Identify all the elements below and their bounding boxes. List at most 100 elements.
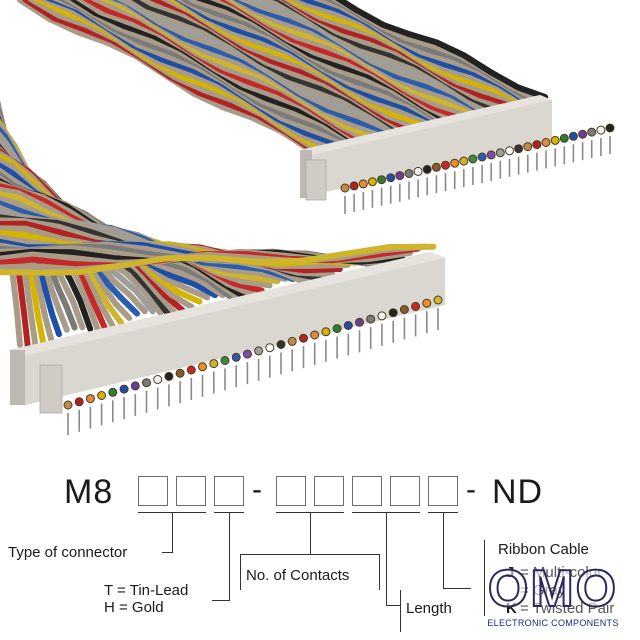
contact-hole (265, 343, 275, 353)
bracket-contacts-stem (310, 512, 311, 554)
contact-hole (153, 375, 163, 384)
bracket-plating-leader (212, 600, 230, 601)
contact-hole (198, 362, 207, 372)
label-gold: H = Gold (104, 599, 164, 616)
contact-hole (340, 183, 350, 193)
contact-hole (287, 336, 297, 346)
label-code-j: J (506, 564, 515, 581)
contact-hole (367, 177, 377, 187)
contact-hole (399, 305, 409, 314)
contact-hole (587, 127, 597, 137)
contact-hole (377, 175, 387, 185)
contact-hole (349, 181, 359, 191)
contact-hole (63, 400, 73, 410)
contact-hole (422, 298, 432, 308)
bracket-contacts-bar (240, 554, 380, 555)
contact-hole (366, 314, 376, 324)
code-box-7 (390, 476, 420, 506)
contact-hole (119, 384, 129, 394)
part-dash-2: - (466, 473, 477, 506)
contact-hole (164, 371, 174, 381)
contact-hole (395, 171, 405, 181)
code-box-2 (176, 476, 206, 506)
contact-hole (85, 394, 95, 404)
back-ribbon-cable (17, 0, 549, 155)
contact-hole (413, 166, 423, 176)
contact-hole (386, 173, 396, 183)
contact-hole (74, 397, 84, 407)
part-prefix: M8 (64, 473, 114, 511)
code-box-8 (428, 476, 458, 506)
contact-hole (404, 169, 414, 178)
code-box-1 (138, 476, 168, 506)
bracket-connector-stem (172, 512, 173, 552)
label-length: Length (406, 600, 452, 617)
contact-hole (343, 321, 353, 330)
contact-hole (130, 381, 140, 391)
contact-hole (321, 327, 331, 337)
contact-hole (242, 349, 252, 359)
code-box-6 (352, 476, 382, 506)
contact-hole (441, 160, 450, 170)
contact-hole (175, 368, 185, 378)
contact-hole (514, 144, 524, 154)
label-twisted-pair: = Twisted Pair (520, 600, 615, 617)
contact-hole (108, 387, 118, 397)
contact-hole (209, 359, 219, 369)
contact-hole (310, 330, 320, 340)
label-ribbon-cable: Ribbon Cable (498, 541, 589, 558)
cable-wire (281, 0, 510, 107)
label-no-of-contacts: No. of Contacts (246, 567, 350, 584)
bracket-contacts-right (379, 554, 380, 590)
label-multicolor: = Multi-color (520, 564, 603, 581)
contact-hole (495, 148, 505, 158)
bracket-contacts-left (240, 554, 241, 590)
bracket-length-v (400, 590, 401, 632)
contact-hole (97, 391, 107, 400)
contact-hole (231, 352, 241, 362)
contact-hole (486, 150, 496, 160)
contact-hole (276, 340, 286, 349)
contact-hole (459, 156, 469, 166)
contact-hole (505, 146, 514, 156)
bracket-length-stem (386, 512, 387, 606)
cable-wire (334, 0, 549, 101)
part-suffix: ND (492, 473, 544, 511)
contact-hole (299, 333, 308, 343)
contact-hole (578, 129, 588, 139)
bracket-length-down (386, 605, 400, 606)
label-gray: = Gray (520, 582, 566, 599)
contact-hole (559, 133, 569, 143)
label-code-k: K (506, 600, 517, 617)
ribbon-cable-assembly-photo (0, 0, 615, 435)
contact-hole (568, 131, 578, 141)
contact-hole (431, 162, 441, 172)
label-tin-lead: T = Tin-Lead (104, 582, 189, 599)
contact-hole (355, 317, 364, 327)
back-idc-connector (300, 95, 615, 214)
omo-watermark-text: OMO (487, 559, 619, 619)
bracket-cable-stem (443, 512, 444, 588)
front-idc-connector (10, 252, 445, 435)
contact-hole (358, 179, 368, 189)
contact-hole (388, 308, 398, 318)
label-type-of-connector: Type of connector (8, 544, 128, 561)
contact-hole (411, 301, 421, 311)
bracket-cable-leader (443, 588, 471, 589)
contact-hole (332, 324, 342, 334)
contact-hole (377, 311, 387, 321)
contact-hole (450, 158, 460, 168)
omo-watermark-subtitle: ELECTRONIC COMPONENTS (487, 618, 619, 628)
contact-hole (142, 378, 151, 388)
front-ribbon-cable (0, 100, 437, 350)
code-box-5 (314, 476, 344, 506)
contact-hole (523, 142, 533, 152)
bracket-plating-stem (229, 512, 230, 600)
contact-hole (468, 154, 478, 164)
cable-wire (0, 243, 437, 276)
contact-hole (433, 295, 443, 305)
bracket-cable-v (484, 540, 485, 616)
contact-hole (541, 138, 551, 147)
contact-hole (220, 356, 230, 365)
omo-watermark-logo: OMO ELECTRONIC COMPONENTS (478, 559, 628, 632)
